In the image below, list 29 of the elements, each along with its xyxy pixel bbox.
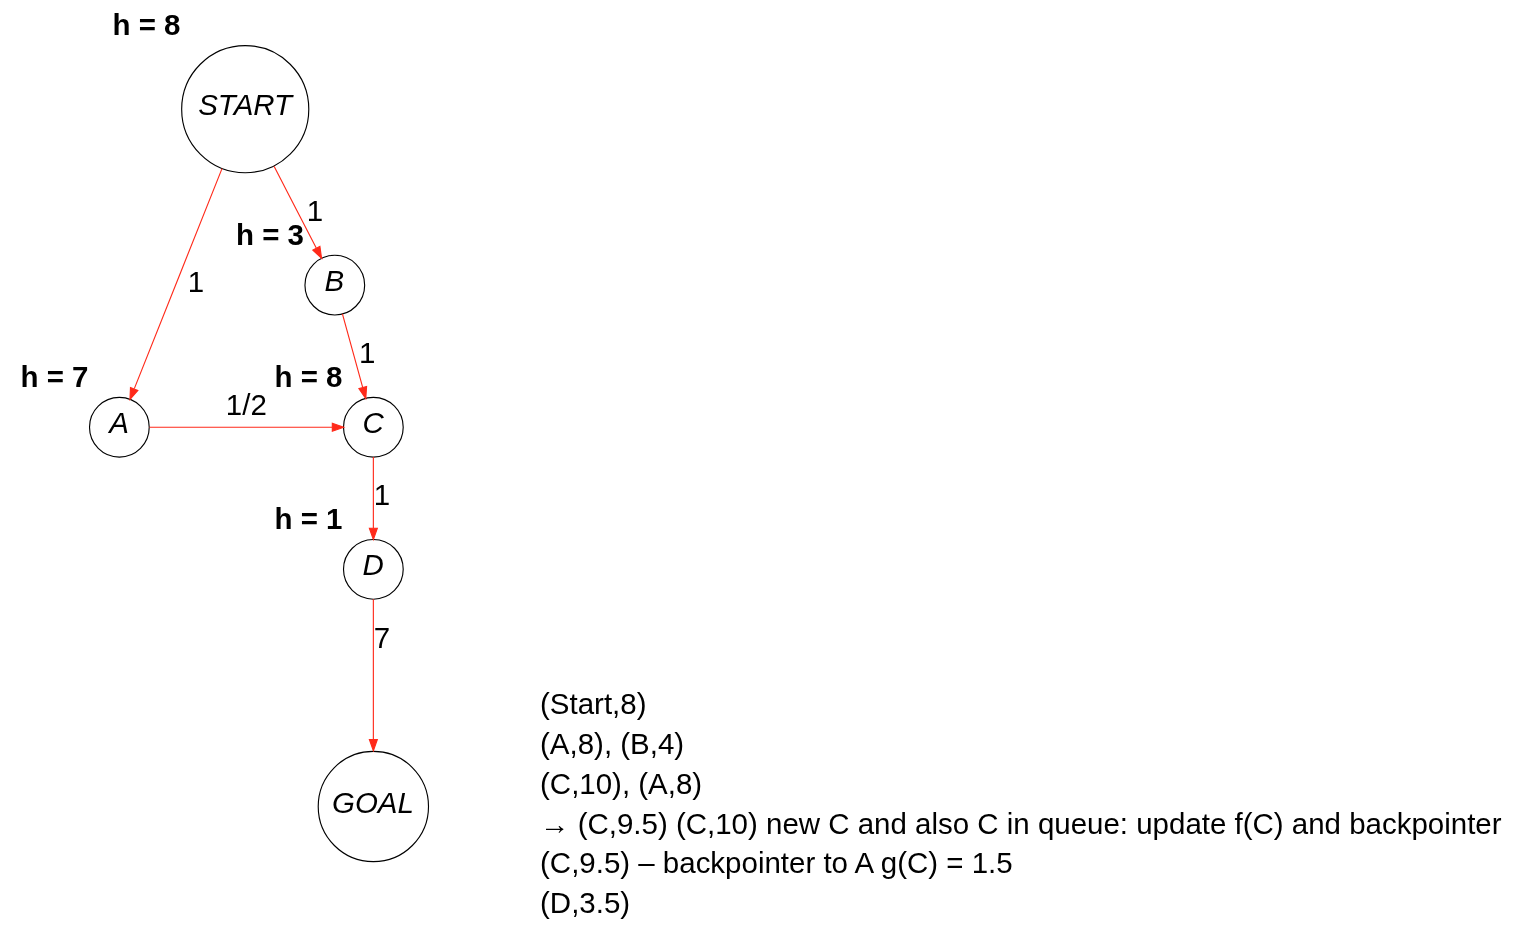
label: (A,8), (B,4) (540, 727, 685, 761)
arrow (148, 422, 346, 432)
node-label: h = 7 (20, 360, 89, 394)
node-circle: B (304, 254, 366, 316)
edge-label: 1 (358, 336, 376, 370)
node-circle: C (342, 396, 404, 458)
arrow (368, 598, 379, 753)
edge-label: 1 (306, 194, 324, 228)
node-circle: START (181, 45, 310, 174)
arrow (368, 456, 379, 542)
node-circle: A (88, 396, 150, 458)
node-label: h = 8 (112, 8, 181, 42)
edge-label: 1 (187, 265, 205, 299)
node-label: h = 8 (274, 360, 343, 394)
label: → (C,9.5) (C,10) new C and also C in queue: update f(C) and backpointer (540, 806, 1502, 840)
node-circle: D (342, 538, 404, 600)
label: (C,9.5) – backpointer to A g(C) = 1.5 (540, 846, 1013, 880)
label: (D,3.5) (540, 885, 631, 919)
edge-label: 1 (373, 478, 391, 512)
label: (C,10), (A,8) (540, 766, 703, 800)
arrow (129, 168, 223, 402)
arrow (273, 165, 323, 260)
node-circle: GOAL (317, 750, 430, 863)
node-label: h = 1 (274, 502, 343, 536)
edge-label: 7 (373, 620, 391, 654)
node-label: h = 3 (235, 218, 304, 252)
label: (Start,8) (540, 687, 647, 721)
arrow (341, 313, 368, 401)
edge-label: 1/2 (225, 387, 267, 421)
